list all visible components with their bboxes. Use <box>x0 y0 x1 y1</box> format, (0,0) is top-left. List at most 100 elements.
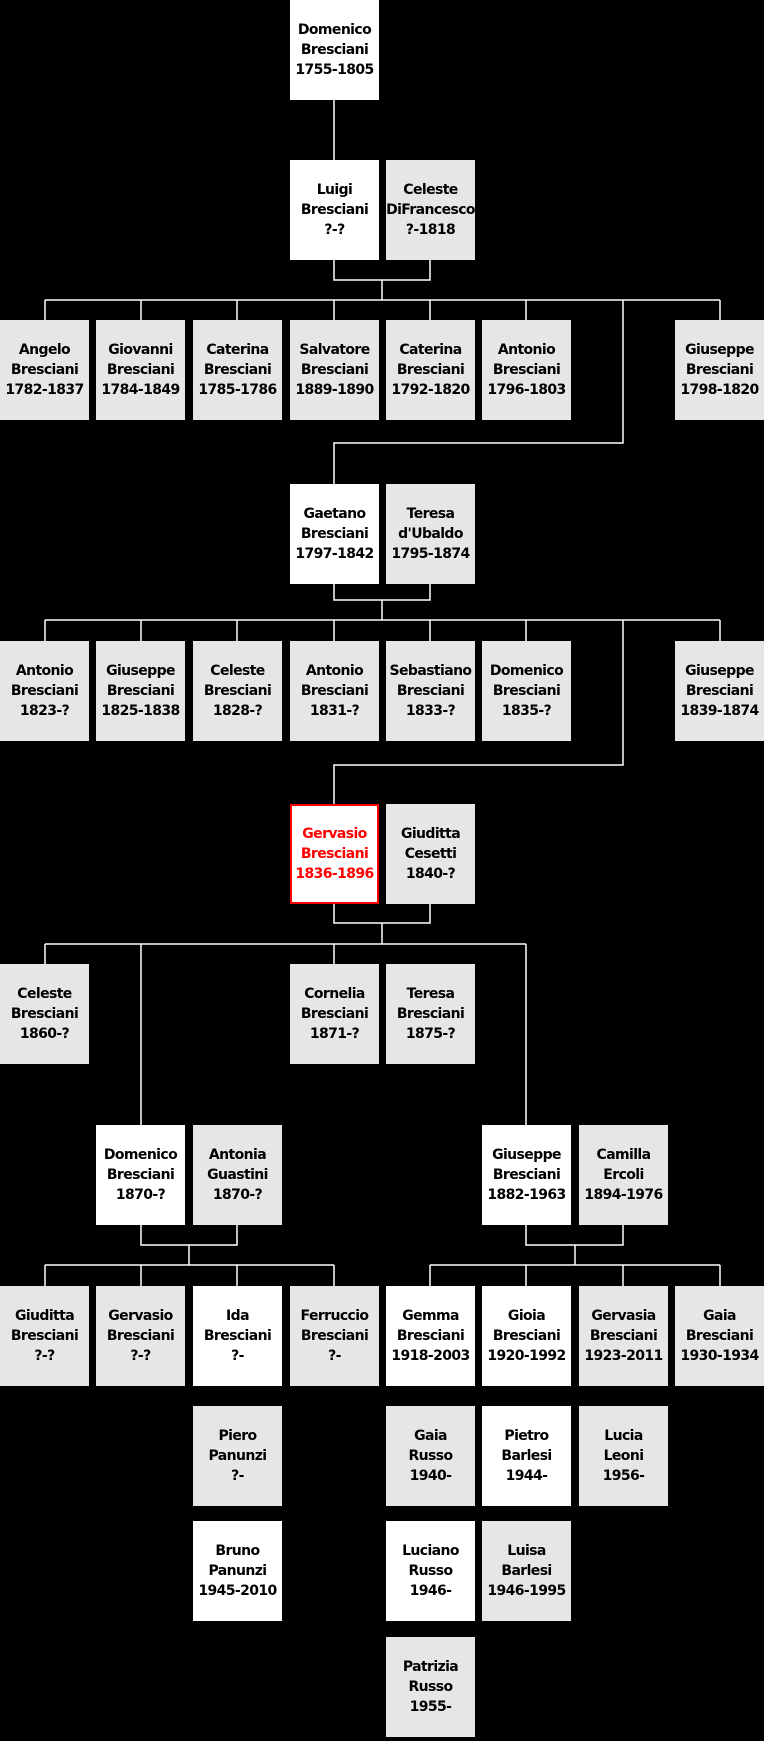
person-name: Cornelia <box>304 986 365 1002</box>
person-years: ?- <box>231 1468 244 1484</box>
person-surname: Bresciani <box>106 362 175 378</box>
person-surname: Bresciani <box>203 362 272 378</box>
person-surname: Bresciani <box>300 683 369 699</box>
person-surname: Bresciani <box>685 683 754 699</box>
person-years: 1870-? <box>115 1187 166 1203</box>
person-years: 1782-1837 <box>5 382 84 398</box>
person-surname: Bresciani <box>685 1328 754 1344</box>
person-years: ?-1818 <box>405 222 456 238</box>
person-name: Teresa <box>406 506 455 522</box>
person-surname: Bresciani <box>589 1328 658 1344</box>
person-surname: Bresciani <box>396 1328 465 1344</box>
person-name: Giuditta <box>14 1308 75 1324</box>
person-years: 1946- <box>409 1583 452 1599</box>
person-surname: Bresciani <box>300 846 369 862</box>
person-surname: Bresciani <box>396 683 465 699</box>
person-surname: DiFrancesco <box>386 202 475 218</box>
person-years: ?- <box>328 1348 341 1364</box>
person-years: 1870-? <box>212 1187 263 1203</box>
person-years: 1836-1896 <box>295 866 374 882</box>
person-surname: Bresciani <box>203 683 272 699</box>
person-name: Lucia <box>604 1428 643 1444</box>
person-surname: Barlesi <box>501 1448 552 1464</box>
person-years: 1871-? <box>309 1026 360 1042</box>
person-name: Gaetano <box>303 506 367 522</box>
person-years: 1825-1838 <box>101 703 180 719</box>
person-years: 1835-? <box>501 703 552 719</box>
person-years: 1831-? <box>309 703 360 719</box>
person-surname: Bresciani <box>396 1006 465 1022</box>
person-surname: Bresciani <box>300 1006 369 1022</box>
person-name: Giuseppe <box>685 342 754 358</box>
person-surname: Bresciani <box>492 1328 561 1344</box>
person-years: 1784-1849 <box>101 382 180 398</box>
person-surname: Guastini <box>207 1167 268 1183</box>
person-years: 1797-1842 <box>295 546 374 562</box>
person-name: Caterina <box>399 342 462 358</box>
person-surname: Russo <box>408 1448 453 1464</box>
person-name: Giuseppe <box>685 663 754 679</box>
person-surname: Leoni <box>603 1448 644 1464</box>
person-years: 1828-? <box>212 703 263 719</box>
person-surname: Bresciani <box>300 526 369 542</box>
person-name: Gemma <box>402 1308 459 1324</box>
person-name: Ferruccio <box>300 1308 369 1324</box>
person-surname: Panunzi <box>208 1448 268 1464</box>
person-years: ?-? <box>324 222 345 238</box>
person-name: Angelo <box>18 342 71 358</box>
person-years: 1923-2011 <box>584 1348 663 1364</box>
person-surname: Bresciani <box>685 362 754 378</box>
person-name: Celeste <box>210 663 265 679</box>
person-years: ?- <box>231 1348 244 1364</box>
person-years: 1798-1820 <box>680 382 759 398</box>
person-years: 1944- <box>505 1468 548 1484</box>
person-name: Luciano <box>402 1543 459 1559</box>
person-name: Antonio <box>305 663 364 679</box>
person-years: ?-? <box>34 1348 55 1364</box>
